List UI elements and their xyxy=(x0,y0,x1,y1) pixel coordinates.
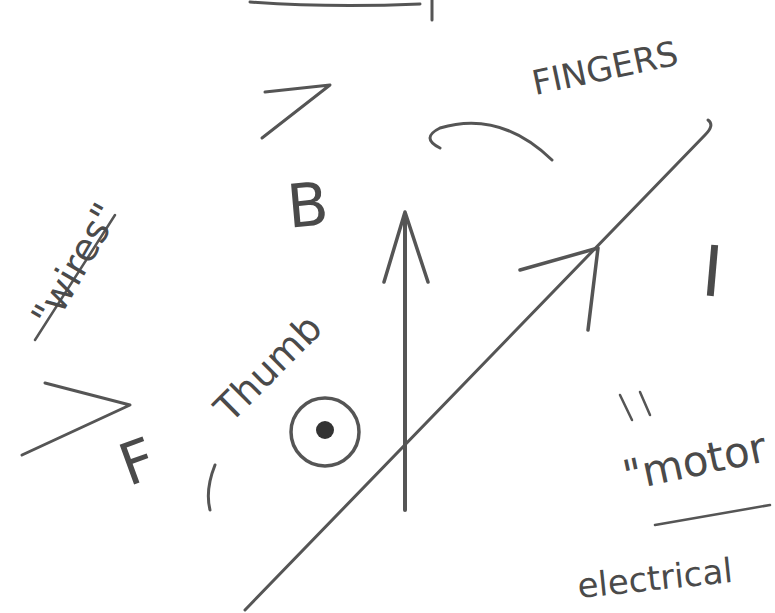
electrical-note: electrical xyxy=(576,553,734,603)
top-curve xyxy=(250,2,420,6)
motor-note: "motor xyxy=(620,426,771,497)
field-arrowhead xyxy=(384,212,428,282)
current-symbol: I xyxy=(699,236,726,308)
motor-underline xyxy=(655,505,770,525)
fingers-pointer xyxy=(430,123,552,160)
current-arrowhead xyxy=(520,248,598,330)
quote-marks xyxy=(620,392,650,420)
thumb-label: Thumb xyxy=(208,308,329,429)
field-arrow xyxy=(403,215,407,510)
bracket-mark xyxy=(208,465,215,510)
top-stroke xyxy=(431,0,434,20)
wires-note: "wires" xyxy=(25,197,125,333)
force-dot xyxy=(316,421,334,439)
field-arrow-mark xyxy=(262,85,330,138)
field-symbol: B xyxy=(285,173,331,236)
force-out-of-page-symbol xyxy=(291,398,359,466)
force-symbol: F xyxy=(112,429,163,495)
current-line xyxy=(245,120,711,610)
fingers-label: FINGERS xyxy=(529,36,681,100)
